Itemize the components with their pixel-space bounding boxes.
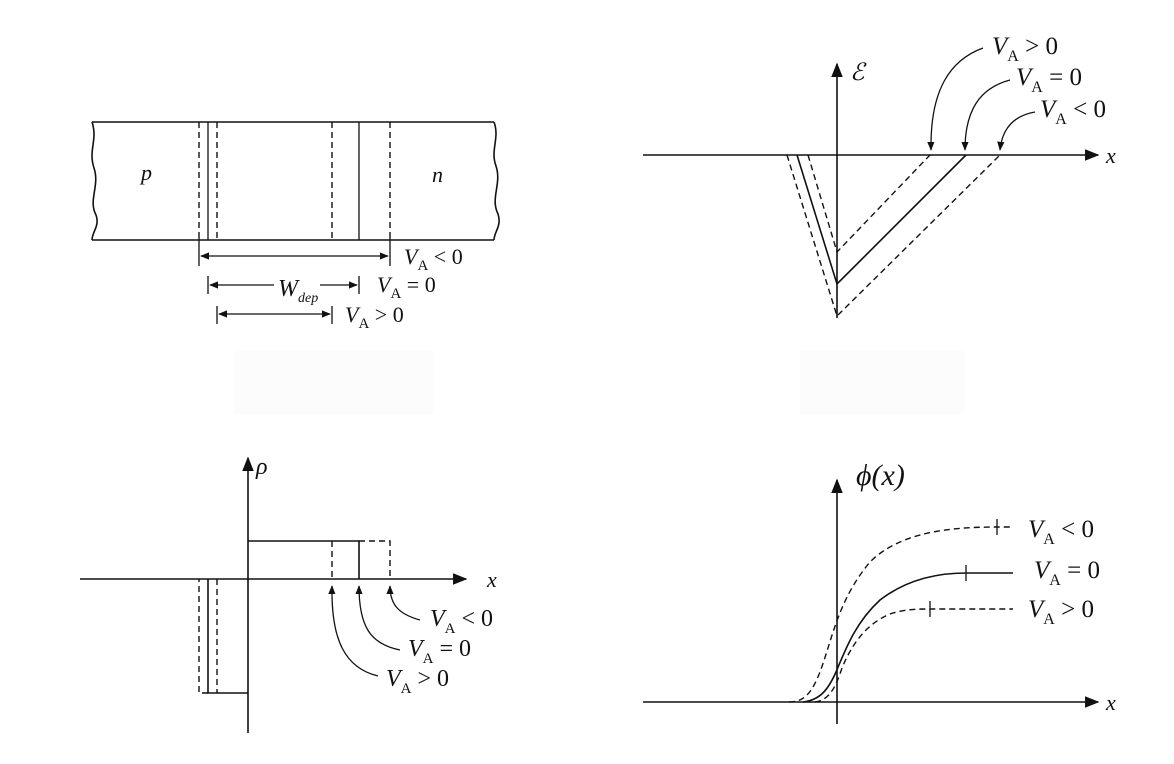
background-patch <box>800 350 965 414</box>
field-pointer-reverse <box>997 111 1036 151</box>
bias-label-reverse: VA < 0 <box>404 244 463 274</box>
junction-bar-outline <box>91 121 500 241</box>
field-curve-zero-bias <box>796 154 967 286</box>
field-panel: ℰ x VA > 0 VA = 0 VA < 0 <box>643 33 1116 318</box>
charge-n-side-reverse-bias <box>359 540 391 579</box>
p-region-label: p <box>139 160 152 185</box>
charge-pointer-forward <box>328 585 379 677</box>
field-bias-label-reverse: VA < 0 <box>1040 96 1106 128</box>
field-curve-forward-bias <box>807 154 931 254</box>
potential-bias-label-reverse: VA < 0 <box>1028 516 1094 548</box>
potential-bias-label-zero: VA = 0 <box>1034 557 1100 589</box>
potential-bias-label-forward: VA > 0 <box>1028 596 1094 628</box>
n-region-label: n <box>432 162 443 187</box>
potential-panel: ϕ(x) x VA < 0 VA = 0 VA > 0 <box>643 459 1116 724</box>
potential-y-label: ϕ(x) <box>856 459 905 492</box>
charge-pointer-reverse <box>386 585 421 621</box>
charge-y-label: ρ <box>255 454 268 480</box>
potential-curve-forward-bias <box>814 608 1013 703</box>
bias-label-zero: VA = 0 <box>377 272 436 302</box>
charge-p-side-reverse-bias <box>198 579 208 694</box>
charge-n-side-zero-bias <box>248 540 360 579</box>
charge-p-side-zero-bias <box>207 579 248 694</box>
charge-bias-label-reverse: VA < 0 <box>430 606 493 637</box>
field-x-label: x <box>1105 143 1116 168</box>
field-y-label: ℰ <box>850 60 867 86</box>
field-curve-reverse-bias <box>786 154 1001 318</box>
charge-bias-label-zero: VA = 0 <box>408 636 471 667</box>
field-pointer-zero <box>961 79 1011 151</box>
field-pointer-forward <box>927 47 984 151</box>
charge-x-label: x <box>486 567 497 592</box>
bias-label-forward: VA > 0 <box>345 302 404 332</box>
field-bias-label-forward: VA > 0 <box>992 33 1058 65</box>
charge-bias-label-forward: VA > 0 <box>386 666 449 697</box>
wdep-label: Wdep <box>278 276 318 306</box>
potential-curve-zero-bias <box>802 572 1013 703</box>
charge-pointer-zero <box>355 585 401 651</box>
field-bias-label-zero: VA = 0 <box>1016 64 1082 96</box>
junction-panel: p n Wdep VA < 0 VA = 0 VA > 0 <box>91 121 500 332</box>
potential-curve-reverse-bias <box>788 526 1013 703</box>
charge-panel: ρ x VA < 0 VA = 0 VA > 0 <box>80 454 497 733</box>
background-patch <box>234 350 434 414</box>
potential-x-label: x <box>1105 690 1116 715</box>
